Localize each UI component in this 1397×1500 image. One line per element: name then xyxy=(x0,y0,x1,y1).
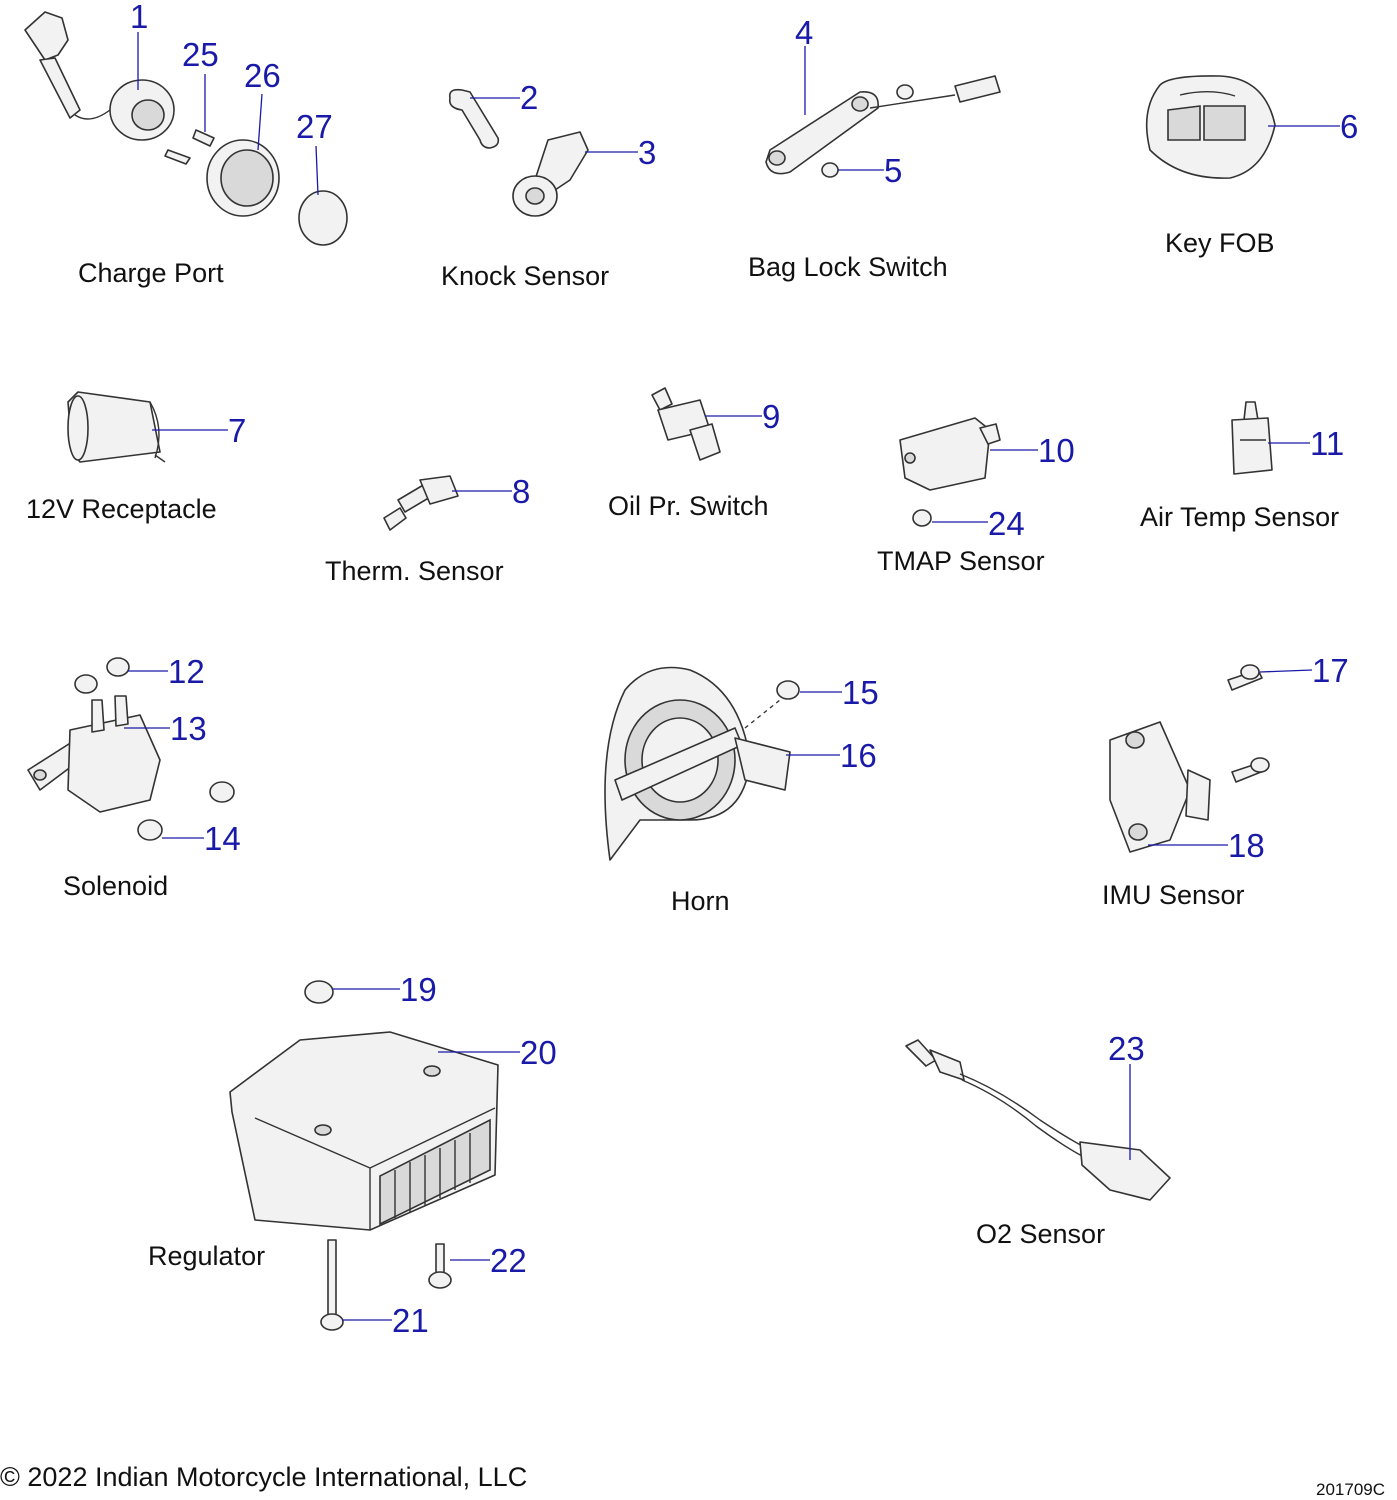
callout-9: 9 xyxy=(762,398,780,435)
group-label-solenoid: Solenoid xyxy=(63,871,168,901)
callout-6: 6 xyxy=(1340,108,1358,145)
receptacle-12v-assembly xyxy=(67,391,166,463)
group-label-tmap-sensor: TMAP Sensor xyxy=(877,546,1045,576)
callout-15: 15 xyxy=(842,674,879,711)
callout-19: 19 xyxy=(400,971,437,1008)
callout-24: 24 xyxy=(988,505,1025,542)
callout-22: 22 xyxy=(490,1242,527,1279)
group-label-o2-sensor: O2 Sensor xyxy=(976,1219,1105,1249)
callout-21: 21 xyxy=(392,1302,429,1339)
callout-10: 10 xyxy=(1038,432,1075,469)
callout-1: 1 xyxy=(130,0,148,35)
bag-lock-switch-assembly xyxy=(765,75,1001,178)
callout-13: 13 xyxy=(170,710,207,747)
regulator-assembly xyxy=(229,980,499,1331)
callout-16: 16 xyxy=(840,737,877,774)
callout-18: 18 xyxy=(1228,827,1265,864)
group-label-oil-pr-switch: Oil Pr. Switch xyxy=(608,491,769,521)
solenoid-assembly xyxy=(27,657,235,841)
key-fob-assembly xyxy=(1145,75,1276,179)
knock-sensor-assembly xyxy=(448,88,589,217)
callout-27: 27 xyxy=(296,108,333,145)
callout-25: 25 xyxy=(182,36,219,73)
callout-7: 7 xyxy=(228,412,246,449)
group-label-horn: Horn xyxy=(671,886,730,916)
copyright-notice: © 2022 Indian Motorcycle International, … xyxy=(0,1462,528,1492)
o2-sensor-assembly xyxy=(905,1039,1171,1201)
tmap-sensor-assembly xyxy=(899,417,1001,527)
air-temp-sensor-assembly xyxy=(1231,401,1273,475)
callout-5: 5 xyxy=(884,152,902,189)
oil-pr-switch-assembly xyxy=(651,387,721,461)
callout-2: 2 xyxy=(520,79,538,116)
callout-8: 8 xyxy=(512,473,530,510)
group-label-regulator: Regulator xyxy=(148,1241,265,1271)
callout-4: 4 xyxy=(795,14,813,51)
group-label-air-temp-sensor: Air Temp Sensor xyxy=(1140,502,1339,532)
group-label-imu-sensor: IMU Sensor xyxy=(1102,880,1245,910)
callout-20: 20 xyxy=(520,1034,557,1071)
group-label-charge-port: Charge Port xyxy=(78,258,224,288)
callout-26: 26 xyxy=(244,57,281,94)
callout-3: 3 xyxy=(638,134,656,171)
callout-11: 11 xyxy=(1310,425,1344,462)
callout-14: 14 xyxy=(204,820,241,857)
group-label-bag-lock-switch: Bag Lock Switch xyxy=(748,252,948,282)
group-label-key-fob: Key FOB xyxy=(1165,228,1275,258)
callout-12: 12 xyxy=(168,653,205,690)
therm-sensor-assembly xyxy=(383,475,459,531)
horn-assembly xyxy=(604,666,800,861)
group-label-knock-sensor: Knock Sensor xyxy=(441,261,609,291)
imu-sensor-assembly xyxy=(1109,664,1270,853)
group-label-12v-receptacle: 12V Receptacle xyxy=(26,494,217,524)
group-label-therm-sensor: Therm. Sensor xyxy=(325,556,504,586)
drawing-id: 201709C xyxy=(1316,1480,1386,1499)
charge-port-assembly xyxy=(24,11,348,246)
callout-23: 23 xyxy=(1108,1030,1145,1067)
callout-17: 17 xyxy=(1312,652,1349,689)
